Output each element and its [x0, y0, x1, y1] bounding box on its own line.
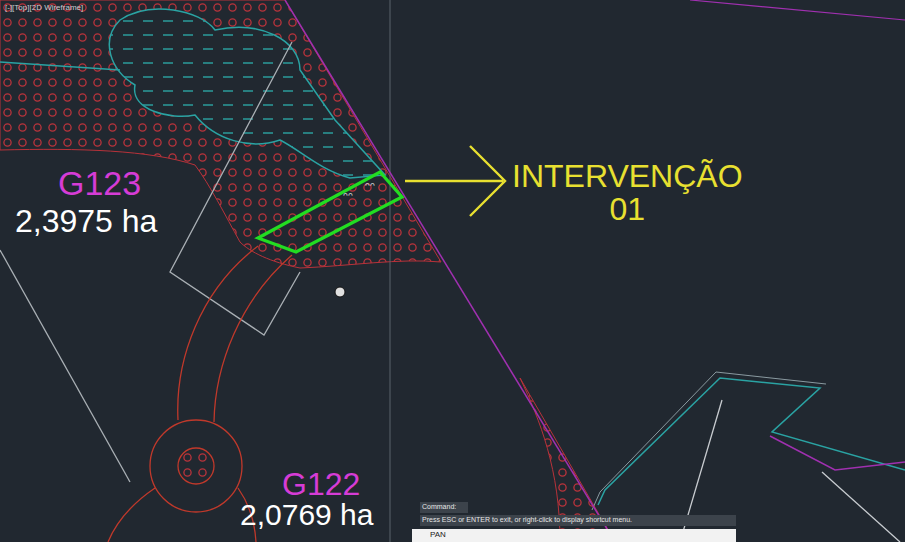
- stream-line: [0, 62, 120, 70]
- parcel-boundary: [170, 42, 300, 335]
- command-message: Press ESC or ENTER to exit, or right-cli…: [422, 516, 632, 523]
- vegetation-area: [0, 0, 441, 268]
- road-edge: [214, 255, 292, 422]
- command-prompt: Command:: [422, 503, 456, 510]
- viewport-label: [-][Top][2D Wireframe]: [5, 4, 83, 12]
- command-text: PAN: [430, 531, 446, 539]
- parcel-area: 2,0769 ha: [240, 500, 373, 530]
- water-area: [109, 9, 385, 178]
- pan-cursor: [335, 287, 345, 297]
- stream-line: [598, 378, 905, 505]
- parcel-area: 2,3975 ha: [15, 205, 157, 237]
- water-area: [109, 9, 385, 178]
- cursor-crosshair: [390, 0, 391, 542]
- road-edge: [178, 246, 258, 420]
- intervention-area: [258, 172, 402, 252]
- callout-arrow: [405, 146, 505, 216]
- road-edge: [108, 488, 155, 542]
- roundabout-island: [178, 448, 214, 484]
- property-line: [690, 0, 905, 20]
- command-input: [412, 529, 736, 542]
- parcel-id: G123: [58, 166, 141, 200]
- property-line: [285, 0, 615, 542]
- stream-line: [592, 372, 826, 510]
- command-history: [420, 502, 468, 513]
- parcel-id: G122: [282, 468, 360, 500]
- roundabout: [150, 420, 242, 512]
- callout-label: INTERVENÇÃO 01: [512, 160, 743, 225]
- parcel-boundary: [0, 250, 130, 482]
- command-history: [420, 515, 736, 526]
- property-line: [770, 436, 905, 470]
- tree-symbol: ᴖᴖ: [343, 191, 353, 200]
- tree-symbol: ᴖᴖ: [365, 181, 375, 190]
- parcel-boundary: [822, 472, 900, 542]
